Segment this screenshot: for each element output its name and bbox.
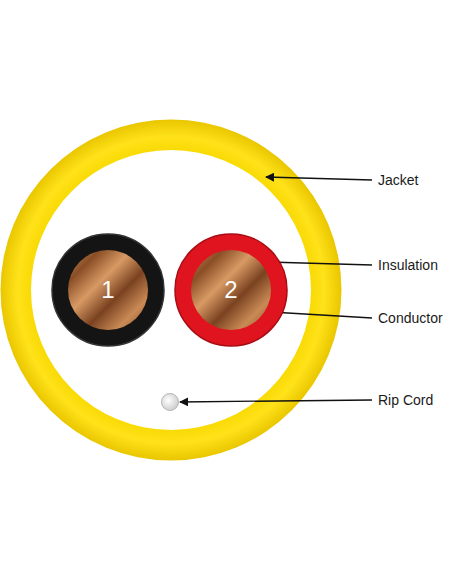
conductor-circle: 1 bbox=[51, 233, 165, 347]
jacket-ring bbox=[1, 120, 342, 461]
insulation-ring bbox=[52, 234, 164, 346]
part-label: Rip Cord bbox=[378, 392, 433, 409]
leader-line bbox=[180, 400, 372, 402]
leader-line bbox=[266, 177, 372, 180]
part-label: Conductor bbox=[378, 310, 443, 327]
part-label: Insulation bbox=[378, 257, 438, 274]
conductor-circle: 2 bbox=[174, 233, 288, 347]
insulation-ring bbox=[175, 234, 287, 346]
callout-number: 1 bbox=[51, 278, 165, 302]
rip-cord bbox=[162, 394, 179, 411]
callout-number: 2 bbox=[174, 278, 288, 302]
leader-line bbox=[268, 262, 372, 265]
part-label: Jacket bbox=[378, 172, 418, 189]
